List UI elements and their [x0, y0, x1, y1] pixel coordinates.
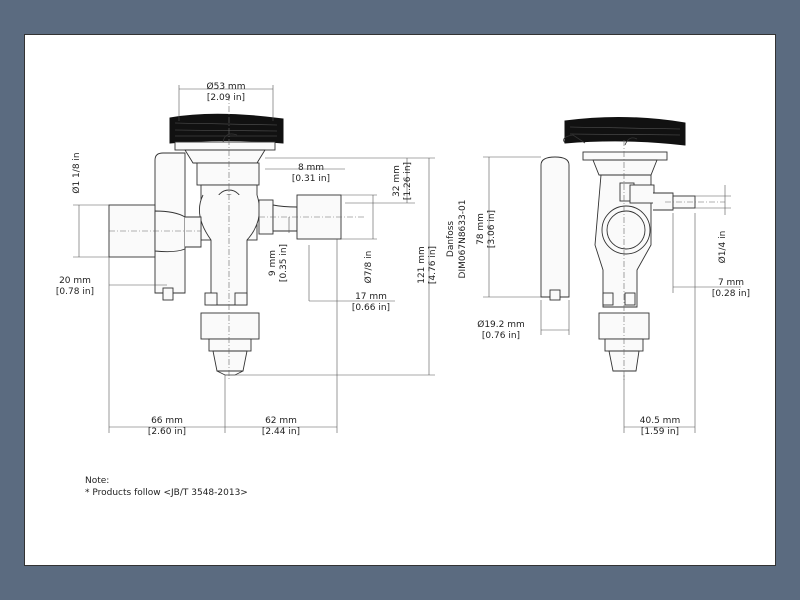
dim-9-mm: 9 mm: [268, 250, 278, 276]
dim-bulb-in: [0.76 in]: [482, 331, 520, 341]
side-head-cap: [564, 116, 686, 146]
sensing-bulb: [540, 156, 570, 298]
front-view: [108, 95, 365, 380]
dim-62-mm: 62 mm: [265, 416, 297, 426]
dim-121-in: [4.76 in]: [428, 246, 438, 284]
valve-body: [196, 162, 260, 186]
note-text: * Products follow <JB/T 3548-2013>: [85, 488, 248, 498]
dim-pipe-1-4: Ø1/4 in: [717, 231, 728, 264]
dim-62-in: [2.44 in]: [262, 427, 300, 437]
dim-40-5-mm: 40.5 mm: [640, 416, 680, 426]
dimension-lines: [73, 85, 741, 433]
dim-32-mm: 32 mm: [392, 165, 402, 197]
dim-78-mm: 78 mm: [476, 213, 486, 245]
dim-pipe-7-8: Ø7/8 in: [363, 251, 374, 284]
dim-66-in: [2.60 in]: [148, 427, 186, 437]
dim-9-in: [0.35 in]: [279, 244, 289, 282]
dimension-labels: Ø53 mm [2.09 in] 8 mm [0.31 in] 32 mm [1…: [56, 81, 750, 437]
dim-8-mm: 8 mm: [298, 163, 324, 173]
dim-32-in: [1.26 in]: [403, 162, 413, 200]
dim-pipe-1-1-8: Ø1 1/8 in: [71, 152, 82, 193]
valve-drawing: Ø53 mm [2.09 in] 8 mm [0.31 in] 32 mm [1…: [56, 81, 750, 498]
dim-head-in: [2.09 in]: [207, 93, 245, 103]
dim-bulb-mm: Ø19.2 mm: [477, 319, 525, 330]
note-title: Note:: [85, 476, 109, 486]
brand-line2: DIM067N8633-01: [458, 200, 468, 279]
dim-78-in: [3.06 in]: [487, 210, 497, 248]
drawing-sheet: Ø53 mm [2.09 in] 8 mm [0.31 in] 32 mm [1…: [24, 34, 776, 566]
note-block: Note: * Products follow <JB/T 3548-2013>: [85, 476, 248, 498]
dim-66-mm: 66 mm: [151, 416, 183, 426]
dim-17-mm: 17 mm: [355, 292, 387, 302]
brand-line1: Danfoss: [446, 221, 456, 258]
dim-40-5-in: [1.59 in]: [641, 427, 679, 437]
head-flange: [174, 141, 276, 151]
dim-8-in: [0.31 in]: [292, 174, 330, 184]
dim-head-mm: Ø53 mm: [207, 81, 246, 92]
dim-7-in: [0.28 in]: [712, 289, 750, 299]
dim-17-in: [0.66 in]: [352, 303, 390, 313]
dim-121-mm: 121 mm: [417, 246, 427, 284]
dim-20-mm: 20 mm: [59, 276, 91, 286]
side-view: [540, 116, 725, 380]
dim-20-in: [0.78 in]: [56, 287, 94, 297]
head-cap: [169, 113, 284, 144]
dim-7-mm: 7 mm: [718, 278, 744, 288]
